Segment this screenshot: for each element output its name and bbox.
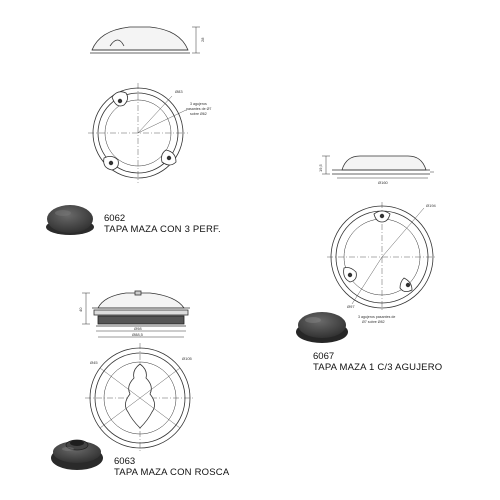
product-6062-note-line-1: 3 agujeros [190, 102, 207, 106]
product-6067-small-label: Ø97 [347, 304, 355, 309]
product-6062-caption: 6062 TAPA MAZA CON 3 PERF. [104, 213, 221, 235]
product-6067-name: TAPA MAZA 1 C/3 AGUJERO [313, 362, 443, 373]
product-6062-note: 3 agujeros pasantes de Ø7 sobre Ø62 [186, 102, 211, 116]
product-6067-side-view [322, 155, 434, 179]
product-6067-photo [296, 312, 348, 343]
product-6063-d1-label: Ø98 [134, 326, 142, 331]
product-6062-note-line-2: pasantes de Ø7 [186, 107, 211, 111]
product-6067-note-line-1: 3 agujeros pasantes de [358, 315, 395, 319]
product-6067-height-label: 19,5 [318, 163, 323, 172]
product-6067-caption: 6067 TAPA MAZA 1 C/3 AGUJERO [313, 351, 442, 373]
product-6067-top-view [327, 202, 437, 312]
product-6063-top-label: Ø45 [90, 360, 98, 365]
product-6067-note: 3 agujeros pasantes de Ø7 sobre Ø82 [358, 315, 395, 324]
product-6062-top-view [88, 83, 188, 183]
product-6062-name: TAPA MAZA CON 3 PERF. [104, 224, 221, 235]
product-6063-name: TAPA MAZA CON ROSCA [114, 467, 230, 478]
product-6063-side-view [82, 290, 190, 338]
product-6067-note-line-2: Ø7 sobre Ø82 [362, 320, 385, 324]
product-6063-top-view [85, 343, 195, 453]
product-6063-d2-label: Ø88,5 [132, 332, 144, 337]
product-6067-code: 6067 [313, 351, 335, 362]
product-6063-caption: 6063 TAPA MAZA CON ROSCA [114, 456, 229, 478]
product-6067-base-label: Ø160 [378, 180, 389, 185]
product-6063-photo [51, 439, 103, 470]
product-6063-height-label: 40 [78, 307, 83, 312]
product-6062-diameter-label: Ø83 [175, 89, 183, 94]
product-6063-diameter-label: Ø105 [182, 356, 193, 361]
product-6062-height-label: 28 [200, 37, 205, 42]
product-6062-photo [46, 205, 94, 235]
product-6067-diameter-label: Ø194 [426, 203, 437, 208]
product-6062-side-view [90, 26, 200, 54]
product-6062-code: 6062 [104, 213, 126, 224]
product-6062-note-line-3: sobre Ø62 [190, 112, 207, 116]
product-6063-code: 6063 [114, 456, 136, 467]
